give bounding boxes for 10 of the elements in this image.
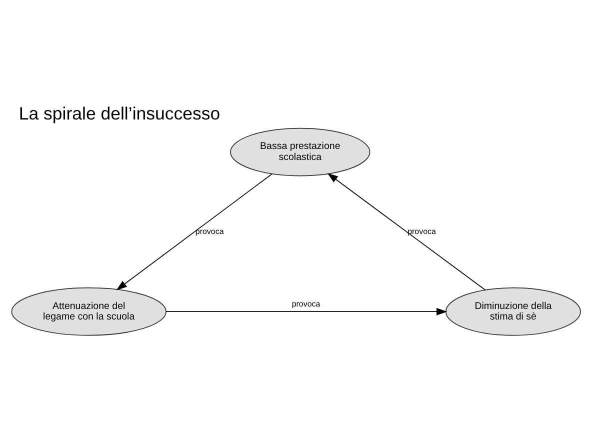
node-ellipse: Attenuazione del legame con la scuola [11, 287, 166, 336]
node-ellipse: Bassa prestazione scolastica [230, 128, 370, 176]
arrow [116, 173, 273, 290]
edge-label: provoca [195, 226, 224, 236]
edge-label: provoca [408, 226, 436, 236]
diagram-title: La spirale dell’insuccesso [18, 103, 220, 124]
arrow [166, 308, 448, 316]
node-ellipse: Diminuzione della stima di sè [445, 287, 581, 336]
edge-label: provoca [292, 299, 320, 308]
arrow [327, 173, 486, 290]
